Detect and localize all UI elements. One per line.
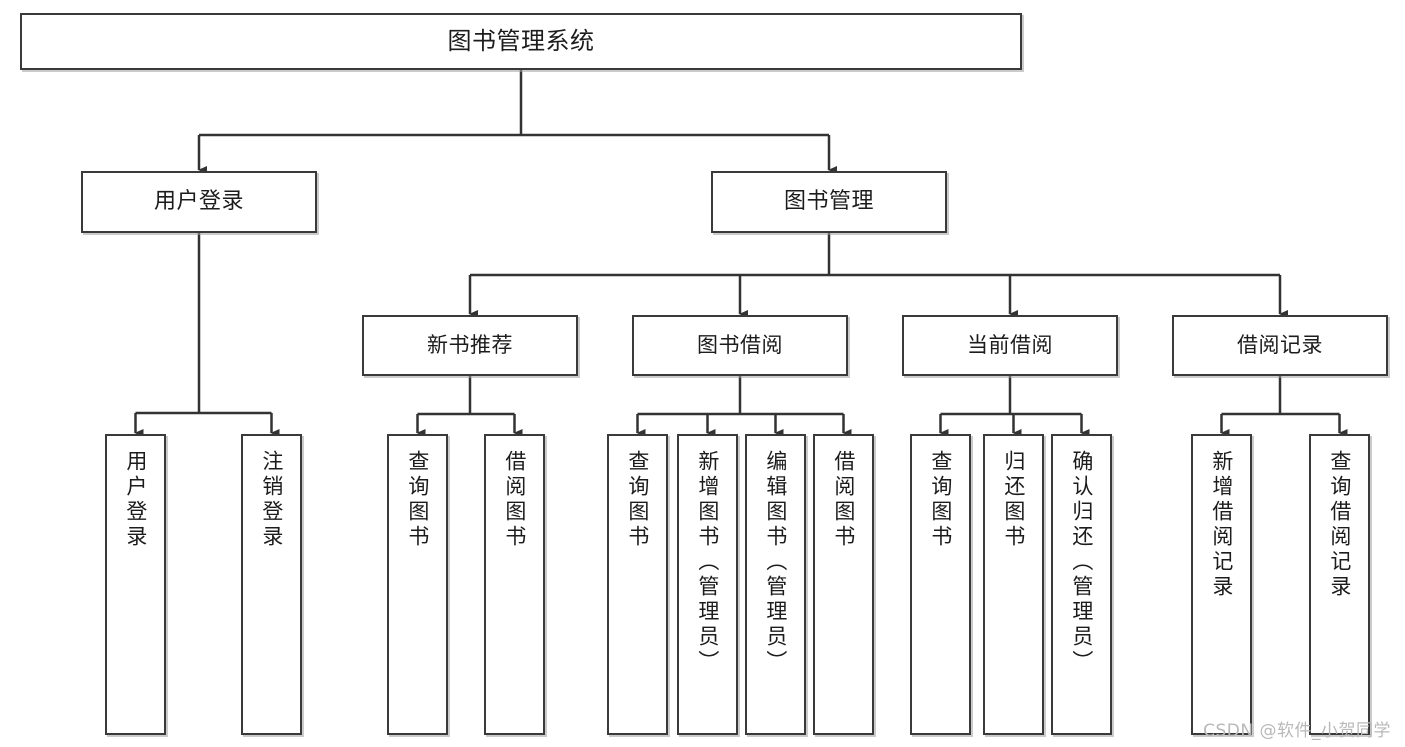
node-label: 查询图书 bbox=[405, 450, 430, 550]
node-label: 注销登录 bbox=[259, 450, 284, 550]
node-user-login[interactable]: 用户登录 bbox=[81, 171, 317, 233]
node-label: 新书推荐 bbox=[427, 333, 513, 358]
node-current-borrow[interactable]: 当前借阅 bbox=[902, 315, 1118, 376]
watermark-label: CSDN @软件_小贺同学 bbox=[1203, 721, 1391, 741]
node-root[interactable]: 图书管理系统 bbox=[20, 13, 1022, 70]
node-label: 新增借阅记录 bbox=[1209, 450, 1234, 600]
node-leaf-logout[interactable]: 注销登录 bbox=[241, 434, 302, 735]
node-label: 查询借阅记录 bbox=[1327, 450, 1352, 600]
node-leaf-b-book-2[interactable]: 借阅图书 bbox=[813, 434, 874, 735]
node-label: 图书管理 bbox=[783, 189, 874, 215]
node-label: 图书管理系统 bbox=[447, 27, 595, 56]
node-book-borrow[interactable]: 图书借阅 bbox=[632, 315, 848, 376]
node-leaf-add-rec[interactable]: 新增借阅记录 bbox=[1191, 434, 1252, 735]
node-leaf-confirm[interactable]: 确认归还（管理员） bbox=[1051, 434, 1112, 735]
node-label: 查询图书 bbox=[928, 450, 953, 550]
node-leaf-add-book[interactable]: 新增图书（管理员） bbox=[677, 434, 738, 735]
node-leaf-q-book-1[interactable]: 查询图书 bbox=[387, 434, 448, 735]
connector-edges bbox=[134, 70, 1348, 437]
node-leaf-b-book-1[interactable]: 借阅图书 bbox=[484, 434, 545, 735]
node-label: 借阅图书 bbox=[502, 450, 527, 550]
node-label: 编辑图书（管理员） bbox=[763, 450, 788, 675]
node-borrow-record[interactable]: 借阅记录 bbox=[1172, 315, 1388, 376]
node-leaf-q-book-2[interactable]: 查询图书 bbox=[607, 434, 668, 735]
node-leaf-return[interactable]: 归还图书 bbox=[983, 434, 1044, 735]
node-leaf-q-book-3[interactable]: 查询图书 bbox=[910, 434, 971, 735]
node-new-book-rec[interactable]: 新书推荐 bbox=[362, 315, 578, 376]
node-leaf-edit-book[interactable]: 编辑图书（管理员） bbox=[745, 434, 806, 735]
node-label: 用户登录 bbox=[153, 189, 244, 215]
node-label: 借阅图书 bbox=[831, 450, 856, 550]
node-leaf-login[interactable]: 用户登录 bbox=[105, 434, 166, 735]
node-book-manage[interactable]: 图书管理 bbox=[711, 171, 947, 233]
node-label: 确认归还（管理员） bbox=[1069, 450, 1094, 675]
node-leaf-q-rec[interactable]: 查询借阅记录 bbox=[1309, 434, 1370, 735]
node-label: 新增图书（管理员） bbox=[695, 450, 720, 675]
node-label: 当前借阅 bbox=[967, 333, 1053, 358]
node-label: 用户登录 bbox=[123, 450, 148, 550]
node-label: 图书借阅 bbox=[697, 333, 783, 358]
node-label: 归还图书 bbox=[1001, 450, 1026, 550]
node-label: 借阅记录 bbox=[1237, 333, 1323, 358]
node-label: 查询图书 bbox=[625, 450, 650, 550]
